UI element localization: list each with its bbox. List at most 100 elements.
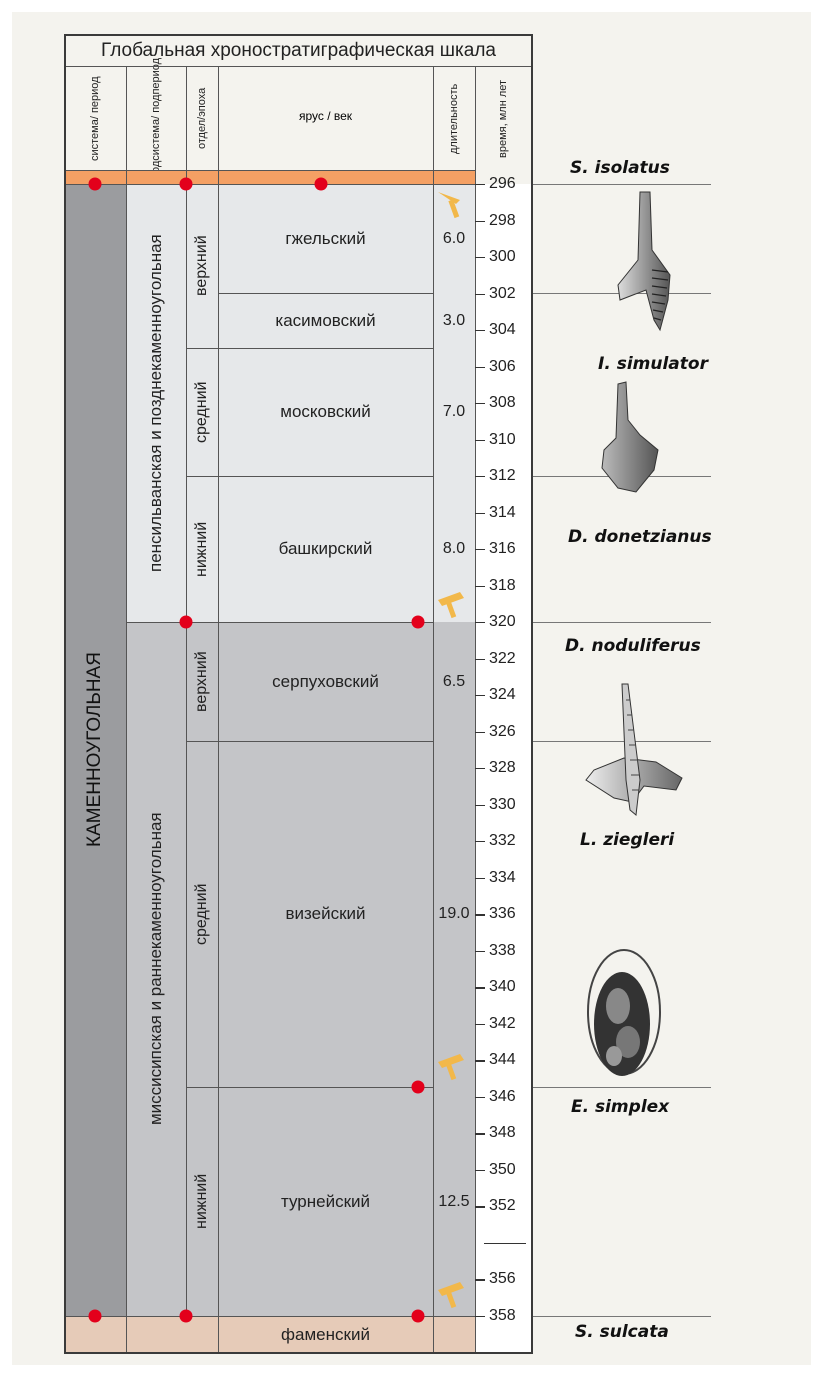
subsystem-lower-label: миссисипская и раннекаменноугольная [126,622,186,1316]
time-tick [475,1170,485,1171]
time-tick-label: 330 [489,796,516,814]
time-tick-label: 336 [489,905,516,923]
time-tick [475,330,485,331]
time-tick-label: 302 [489,285,516,303]
species-label: D. donetzianus [568,527,712,547]
header-subsystem: подсистема/ подпериод [126,67,186,170]
time-tick-label: 310 [489,431,516,449]
time-tick [475,732,485,733]
gssp-marker [412,616,425,629]
time-tick [475,586,485,587]
time-tick [475,257,485,258]
grid-line [186,66,187,1316]
time-tick [475,951,485,952]
grid-line [433,66,434,1354]
stage-name: гжельский [218,184,433,293]
series-label: верхний [186,184,218,348]
series-label: верхний [186,622,218,741]
gssp-marker [412,1081,425,1094]
time-tick-label: 352 [489,1197,516,1215]
stage-name: касимовский [218,293,433,348]
boundary-line [533,1316,711,1317]
species-label: D. noduliferus [565,636,701,656]
gssp-marker [180,1310,193,1323]
grid-line [64,66,533,67]
gssp-marker [315,178,328,191]
time-tick [475,1279,485,1280]
time-tick [475,768,485,769]
time-tick [475,476,485,477]
header-stage: ярус / век [218,110,433,122]
gssp-marker [89,178,102,191]
time-tick-label: 324 [489,686,516,704]
time-tick-label: 328 [489,759,516,777]
time-tick-label: 322 [489,650,516,668]
time-tick [484,1243,526,1244]
golden-spike-icon [434,1052,468,1082]
grid-line [186,741,433,742]
time-tick-label: 326 [489,723,516,741]
time-tick-label: 296 [489,175,516,193]
time-tick [475,659,485,660]
time-tick [475,1206,485,1207]
time-tick [475,221,485,222]
boundary-line [533,184,711,185]
time-tick [475,987,485,988]
time-tick-label: 338 [489,942,516,960]
gssp-marker [180,616,193,629]
gssp-marker [412,1310,425,1323]
time-tick-label: 314 [489,504,516,522]
boundary-line [533,1087,711,1088]
stage-duration: 6.5 [433,622,475,741]
time-tick [475,1133,485,1134]
header-duration: длительность [433,67,475,170]
grid-line [126,622,433,623]
chart-title: Глобальная хроностратиграфическая шкала [64,36,533,66]
grid-line [186,1087,433,1088]
golden-spike-icon [434,590,468,620]
stage-duration: 19.0 [433,741,475,1087]
time-tick-label: 342 [489,1015,516,1033]
series-label: средний [186,741,218,1087]
subsystem-upper-label: пенсильванская и позднекаменноугольная [126,184,186,622]
grid-line [186,348,433,349]
foraminifera-fossil-image [584,946,664,1086]
time-tick [475,403,485,404]
time-tick [475,878,485,879]
grid-line [218,66,219,1354]
time-tick [475,367,485,368]
time-tick-label: 312 [489,467,516,485]
time-tick [475,1316,485,1317]
stage-name: визейский [218,741,433,1087]
time-tick [475,513,485,514]
time-tick-label: 332 [489,832,516,850]
species-label: I. simulator [598,354,708,374]
time-tick-label: 316 [489,540,516,558]
golden-spike-icon [434,1280,468,1310]
time-tick [475,1024,485,1025]
stage-name: московский [218,348,433,476]
series-label: средний [186,348,218,476]
time-tick [475,622,485,623]
golden-spike-icon [436,188,466,220]
species-label: S. isolatus [570,158,670,178]
time-tick [475,841,485,842]
time-tick-label: 318 [489,577,516,595]
grid-line [126,66,127,1354]
series-label: нижний [186,476,218,622]
time-tick-label: 298 [489,212,516,230]
time-tick-label: 306 [489,358,516,376]
conodont-fossil-image [584,680,684,830]
time-tick-label: 344 [489,1051,516,1069]
time-tick-label: 300 [489,248,516,266]
time-tick-label: 348 [489,1124,516,1142]
time-tick-label: 320 [489,613,516,631]
time-tick [475,1060,485,1061]
time-tick-label: 358 [489,1307,516,1325]
boundary-line [533,622,711,623]
stage-name-famennian: фаменский [218,1316,433,1354]
time-tick-label: 334 [489,869,516,887]
time-tick [475,695,485,696]
stage-name: турнейский [218,1087,433,1316]
time-tick-label: 304 [489,321,516,339]
